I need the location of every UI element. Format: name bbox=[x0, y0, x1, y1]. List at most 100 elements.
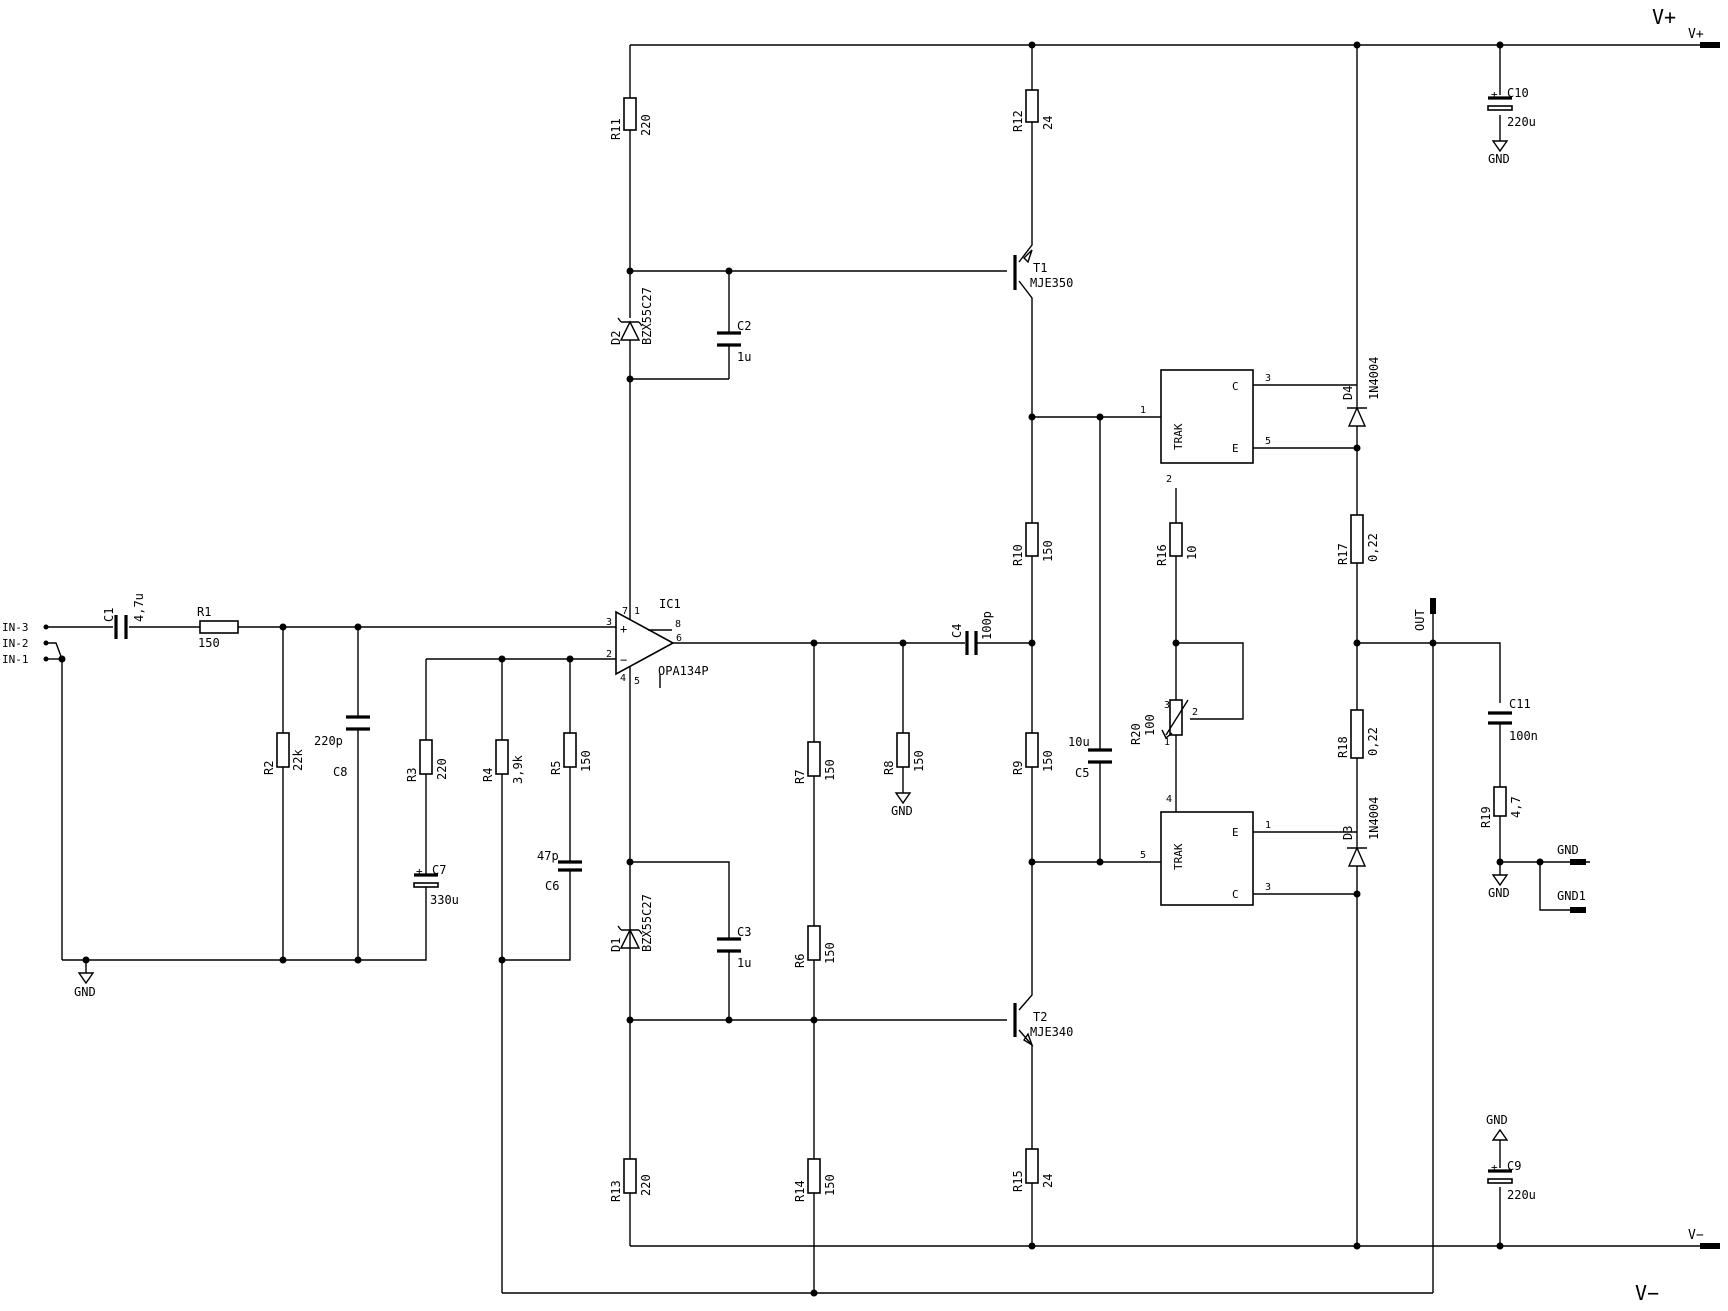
gnd-connector: GND bbox=[1557, 843, 1586, 865]
input-label-in1: IN-1 bbox=[2, 653, 29, 666]
cap-c5-value: 10u bbox=[1068, 735, 1090, 749]
ground-input: GND bbox=[74, 960, 96, 999]
resistor-r7: R7 150 bbox=[793, 741, 837, 784]
diode-d4: D4 1N4004 bbox=[1341, 357, 1381, 427]
resistor-r11-ref: R11 bbox=[609, 118, 623, 140]
resistor-r17-value: 0,22 bbox=[1366, 533, 1380, 562]
cap-c5-ref: C5 bbox=[1075, 766, 1089, 780]
transistor-t2: T2 MJE340 bbox=[1013, 1003, 1073, 1047]
cap-c7-plus: + bbox=[416, 865, 423, 878]
resistor-r8-value: 150 bbox=[912, 750, 926, 772]
opamp-pin-6: 6 bbox=[676, 633, 682, 644]
resistor-r15: R15 24 bbox=[1011, 1148, 1055, 1192]
transistor-t2-value: MJE340 bbox=[1030, 1025, 1073, 1039]
ground-r8-label: GND bbox=[891, 804, 913, 818]
trak-bottom-pin-5: 5 bbox=[1140, 850, 1146, 861]
trak-top-pin-e: E bbox=[1232, 442, 1239, 455]
capacitor-c4: C4 100p bbox=[950, 611, 994, 655]
resistor-r3-value: 220 bbox=[435, 758, 449, 780]
capacitor-c11: C11 100n bbox=[1488, 697, 1538, 743]
input-connector: IN-3 IN-2 IN-1 bbox=[2, 621, 49, 666]
cap-c9-value: 220u bbox=[1507, 1188, 1536, 1202]
resistor-r4-value: 3,9k bbox=[511, 754, 525, 784]
resistor-r5-value: 150 bbox=[579, 750, 593, 772]
resistor-r2-ref: R2 bbox=[262, 761, 276, 775]
resistor-r13-value: 220 bbox=[639, 1174, 653, 1196]
trak-bottom-pin-c: C bbox=[1232, 888, 1239, 901]
opamp-pin-2: 2 bbox=[606, 649, 612, 660]
resistor-r10-ref: R10 bbox=[1011, 544, 1025, 566]
pot-pin-2: 2 bbox=[1192, 707, 1198, 718]
resistor-r11-value: 220 bbox=[639, 114, 653, 136]
trak-bottom-label: TRAK bbox=[1172, 843, 1185, 870]
output-connector: OUT bbox=[1413, 598, 1436, 631]
cap-c3-ref: C3 bbox=[737, 925, 751, 939]
resistor-r10-value: 150 bbox=[1041, 540, 1055, 562]
diode-d2: D2 BZX55C27 bbox=[609, 287, 654, 345]
capacitor-c10: + C10 220u bbox=[1487, 86, 1536, 129]
ground-r19-label: GND bbox=[1488, 886, 1510, 900]
cap-c10-ref: C10 bbox=[1507, 86, 1529, 100]
resistor-r12: R12 24 bbox=[1011, 89, 1055, 132]
resistor-r2: R2 22k bbox=[262, 732, 305, 775]
trak-top-pin-3: 3 bbox=[1265, 373, 1271, 384]
cap-c2-value: 1u bbox=[737, 350, 751, 364]
ground-c10: GND bbox=[1488, 140, 1510, 166]
resistor-r9-value: 150 bbox=[1041, 750, 1055, 772]
vplus-label-small: V+ bbox=[1688, 27, 1704, 42]
capacitor-c9: + C9 220u bbox=[1487, 1159, 1536, 1202]
resistor-r16: R16 10 bbox=[1155, 522, 1199, 566]
resistor-r1-value: 150 bbox=[198, 636, 220, 650]
pot-pin-1: 1 bbox=[1164, 737, 1170, 748]
resistor-r18-ref: R18 bbox=[1336, 736, 1350, 758]
resistor-r19-value: 4,7 bbox=[1509, 796, 1523, 818]
resistor-r2-value: 22k bbox=[291, 749, 305, 771]
trak-bottom-pin-1: 1 bbox=[1265, 820, 1271, 831]
vplus-label: V+ bbox=[1652, 5, 1676, 29]
opamp-ic1: + − IC1 OPA134P 3 2 6 7 1 8 4 5 bbox=[606, 597, 709, 688]
opamp-pin-7: 7 bbox=[622, 606, 628, 617]
cap-c3-value: 1u bbox=[737, 956, 751, 970]
vminus-label: V− bbox=[1635, 1281, 1659, 1305]
cap-c1-ref: C1 bbox=[102, 608, 116, 622]
output-label: OUT bbox=[1413, 609, 1427, 631]
diode-d3-value: 1N4004 bbox=[1367, 797, 1381, 840]
gnd1-connector-label: GND1 bbox=[1557, 889, 1586, 903]
pot-r20-value: 100 bbox=[1143, 714, 1157, 736]
trak-top-pin-5: 5 bbox=[1265, 436, 1271, 447]
resistor-r14: R14 150 bbox=[793, 1158, 837, 1202]
trak-bottom-pin-e: E bbox=[1232, 826, 1239, 839]
trak-top-pin-1: 1 bbox=[1140, 405, 1146, 416]
resistor-r16-ref: R16 bbox=[1155, 544, 1169, 566]
resistor-r3: R3 220 bbox=[405, 739, 449, 782]
ground-r8: GND bbox=[891, 792, 913, 818]
opamp-pin-3: 3 bbox=[606, 617, 612, 628]
cap-c10-plus: + bbox=[1491, 88, 1498, 101]
resistor-r7-value: 150 bbox=[823, 759, 837, 781]
resistor-r18-value: 0,22 bbox=[1366, 727, 1380, 756]
resistor-r9: R9 150 bbox=[1011, 732, 1055, 775]
ground-c10-label: GND bbox=[1488, 152, 1510, 166]
gnd-connector-label: GND bbox=[1557, 843, 1579, 857]
diode-d2-value: BZX55C27 bbox=[640, 287, 654, 345]
capacitor-c1: C1 4,7u bbox=[102, 593, 146, 639]
vminus-label-small: V− bbox=[1688, 1228, 1704, 1243]
ground-r19: GND bbox=[1488, 862, 1510, 900]
resistor-r15-value: 24 bbox=[1041, 1174, 1055, 1188]
capacitor-c6: C6 47p bbox=[537, 849, 582, 893]
resistor-r9-ref: R9 bbox=[1011, 761, 1025, 775]
opamp-value: OPA134P bbox=[658, 664, 709, 678]
cap-c7-ref: C7 bbox=[432, 863, 446, 877]
cap-c9-ref: C9 bbox=[1507, 1159, 1521, 1173]
resistor-r18: R18 0,22 bbox=[1336, 709, 1380, 759]
opamp-pin-4: 4 bbox=[620, 673, 626, 684]
diode-d1: D1 BZX55C27 bbox=[609, 894, 654, 952]
supply-vminus: V− V− bbox=[1635, 1228, 1720, 1305]
capacitor-c8: C8 220p bbox=[314, 715, 370, 779]
resistor-r1: R1 150 bbox=[197, 605, 239, 650]
resistor-r3-ref: R3 bbox=[405, 768, 419, 782]
ground-input-label: GND bbox=[74, 985, 96, 999]
opamp-pin-8: 8 bbox=[675, 619, 681, 630]
resistor-r15-ref: R15 bbox=[1011, 1170, 1025, 1192]
resistor-r5-ref: R5 bbox=[549, 761, 563, 775]
